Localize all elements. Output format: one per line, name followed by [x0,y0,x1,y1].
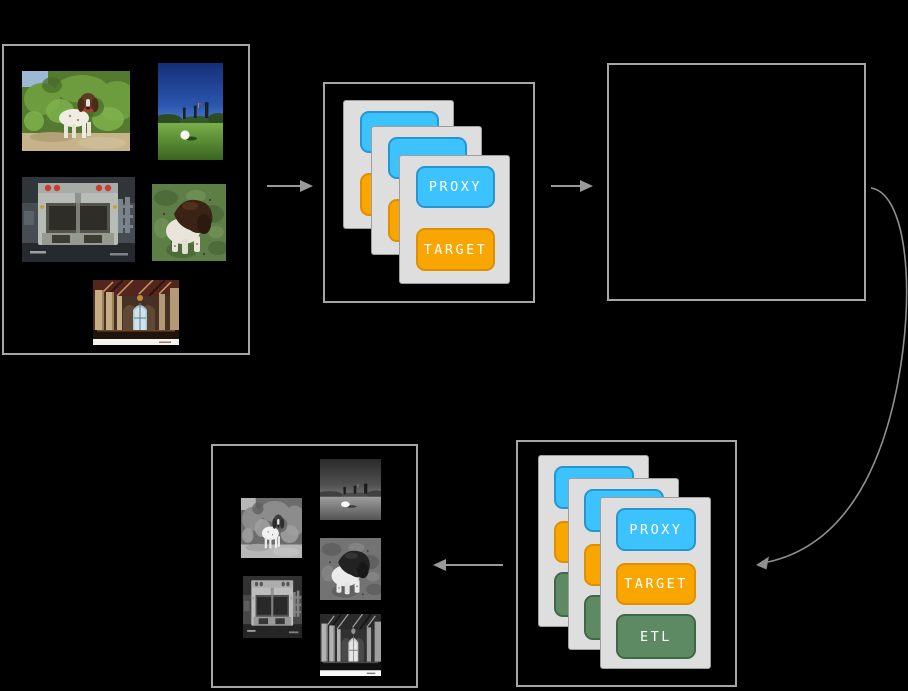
photo-spaniel-on-grass [152,184,226,261]
target-chip: TARGET [616,563,696,605]
target-chip: TARGET [416,228,495,271]
photo-cathedral-interior-grayscale [320,614,381,676]
photo-golf-ball-on-green [158,63,223,160]
empty-result-box [607,63,866,301]
stacked-card-front: PROXY TARGET ETL [600,497,711,669]
etl-chip: ETL [616,614,696,659]
source-images-box [2,44,250,355]
proxy-target-etl-stack-box: PROXY TARGET ETL [516,440,737,687]
proxy-chip: PROXY [616,508,696,551]
photo-golf-ball-on-green-grayscale [320,459,381,520]
grayscale-images-box [211,444,418,688]
proxy-chip: PROXY [416,166,495,208]
photo-cathedral-interior [93,280,179,345]
arrow-source-to-proxy-stack [267,180,313,192]
photo-garbage-truck-rear-grayscale [243,576,302,638]
photo-garbage-truck-rear [22,177,135,262]
arrow-etl-stack-to-grayscale-box [433,559,503,571]
photo-spaniel-on-grass-grayscale [320,538,381,600]
arrow-proxy-stack-to-result-box [551,180,593,192]
proxy-target-stack-box: PROXY TARGET [323,82,535,303]
photo-dog-in-field [22,71,130,151]
stacked-card-front: PROXY TARGET [399,155,510,284]
photo-dog-in-field-grayscale [241,498,302,558]
